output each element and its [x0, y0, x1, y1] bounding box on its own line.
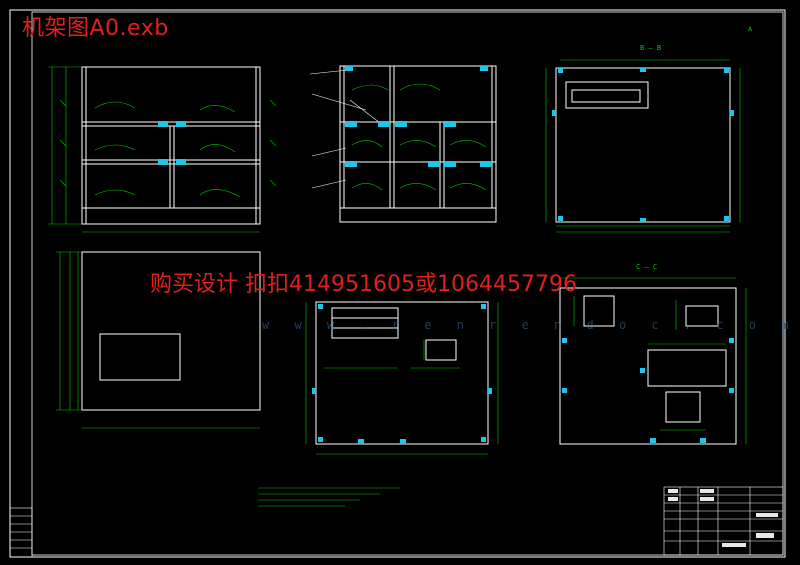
frame-front-joints: [158, 121, 186, 165]
drawing-file-title: 机架图A0.exb: [22, 16, 169, 41]
frame-side-view: [339, 65, 497, 223]
frame-side-joints: [345, 66, 492, 167]
panel-view-dims: [56, 251, 260, 429]
section-label-bb: B — B: [640, 44, 662, 52]
section-cc-dims: [560, 277, 747, 444]
frame-front-dims: [48, 66, 277, 233]
corner-mark: A: [748, 26, 753, 33]
title-block: [663, 486, 784, 556]
title-block-fills: [668, 489, 778, 547]
section-bb-dims: [545, 59, 741, 233]
technical-notes-lines: [258, 487, 400, 507]
watermark-text: 购买设计 扣扣414951605或1064457796: [150, 272, 577, 297]
section-bb-view: [555, 67, 731, 223]
panel-view: [81, 251, 261, 411]
section-cc-view: [559, 287, 737, 445]
inner-border: [31, 11, 784, 556]
front-plate-holes: [312, 304, 492, 444]
left-stamp-box: [9, 507, 33, 558]
section-cc-holes: [562, 338, 734, 443]
frame-side-dims: [351, 83, 487, 191]
front-plate-dims: [305, 302, 499, 455]
watermark-url: w w w . r e n r e n d o c . c o m: [262, 318, 798, 332]
frame-side-callouts: [309, 69, 385, 189]
outer-border: [9, 9, 786, 558]
section-bb-holes: [552, 68, 734, 222]
section-label-cc: C — C: [636, 263, 658, 271]
frame-front-view: [81, 66, 261, 225]
